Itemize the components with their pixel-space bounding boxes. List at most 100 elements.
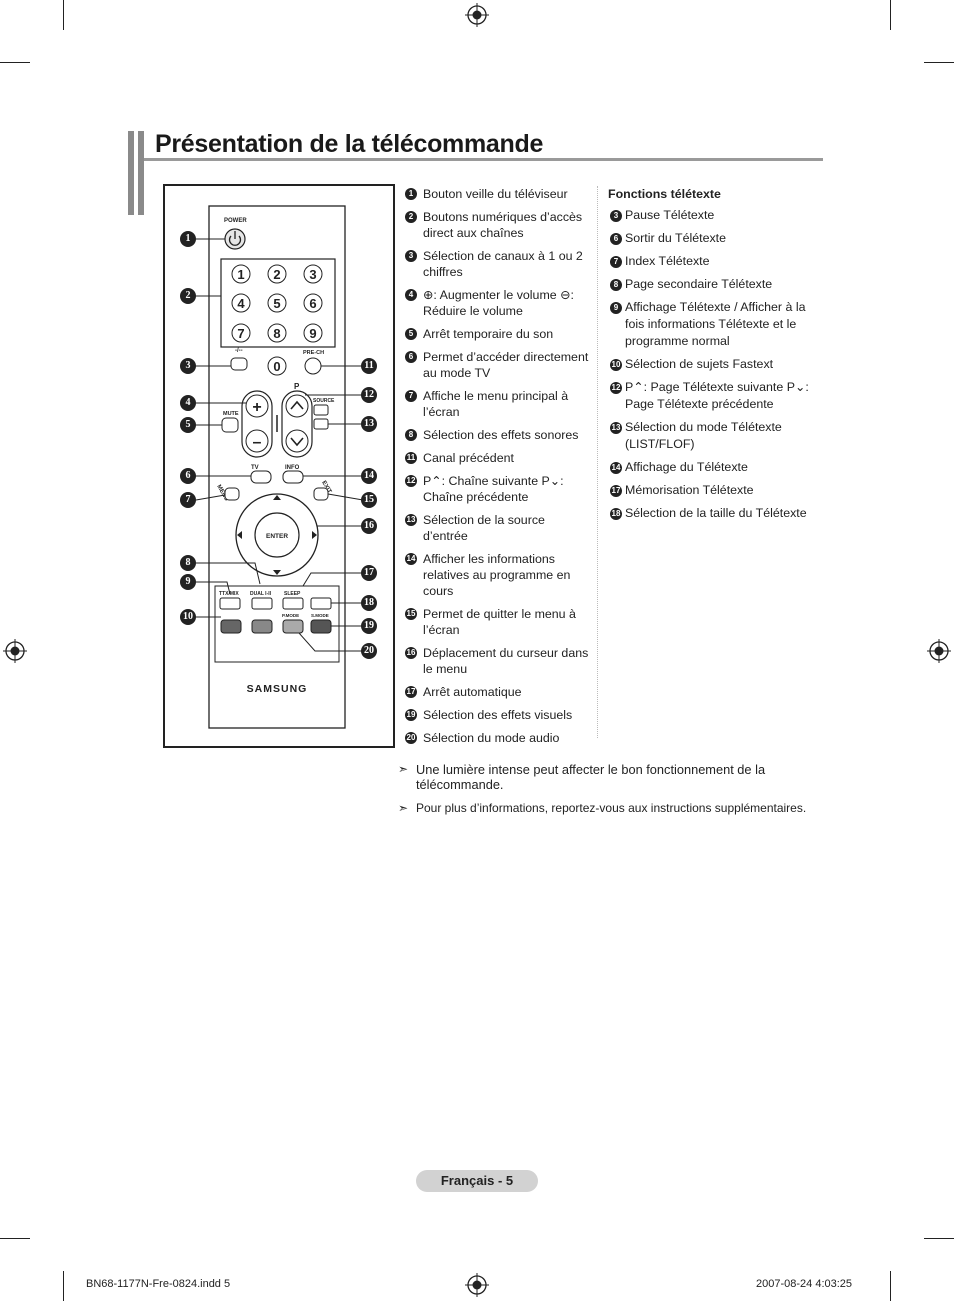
number-badge: 1	[405, 188, 417, 200]
crop-mark	[63, 1271, 64, 1301]
svg-text:7: 7	[237, 326, 244, 341]
svg-text:MUTE: MUTE	[223, 411, 239, 417]
pre-ch-button[interactable]	[304, 357, 322, 375]
mute-button[interactable]	[221, 417, 239, 433]
crop-mark	[924, 62, 954, 63]
number-badge: 4	[405, 289, 417, 301]
page-number-label: Français - 5	[416, 1170, 538, 1192]
crop-mark	[890, 0, 891, 30]
svg-text:-/--: -/--	[235, 348, 243, 354]
source-button[interactable]	[313, 404, 329, 416]
svg-text:4: 4	[237, 296, 245, 311]
number-badge: 17	[610, 485, 622, 497]
power-label: POWER	[224, 218, 247, 224]
number-badge: 8	[405, 429, 417, 441]
svg-text:1: 1	[237, 267, 244, 282]
number-badge: 11	[405, 452, 417, 464]
number-badge: 5	[405, 328, 417, 340]
callout-badge: 4	[180, 395, 196, 411]
title-accent-bar	[128, 131, 144, 215]
svg-text:P.MODE: P.MODE	[282, 613, 299, 618]
callout-badge: 9	[180, 574, 196, 590]
svg-text:ENTER: ENTER	[266, 533, 288, 540]
dash-button[interactable]	[230, 357, 248, 371]
notes: ➣Une lumière intense peut affecter le bo…	[398, 762, 828, 825]
exit-button[interactable]	[313, 487, 329, 501]
number-badge: 8	[610, 279, 622, 291]
svg-text:2: 2	[273, 267, 280, 282]
number-badge: 2	[405, 211, 417, 223]
number-badge: 6	[610, 233, 622, 245]
smode-button[interactable]	[310, 619, 332, 634]
svg-text:5: 5	[273, 296, 280, 311]
note-item: ➣Une lumière intense peut affecter le bo…	[398, 762, 766, 792]
callout-badge: 17	[361, 565, 377, 581]
svg-text:INFO: INFO	[285, 465, 300, 471]
svg-text:P: P	[294, 382, 300, 391]
menu-button[interactable]	[224, 487, 240, 501]
crop-mark	[63, 0, 64, 30]
svg-text:SOURCE: SOURCE	[313, 398, 335, 404]
svg-text:PRE-CH: PRE-CH	[303, 350, 324, 356]
callout-badge: 11	[361, 358, 377, 374]
green-button[interactable]	[251, 619, 273, 634]
number-badge: 13	[405, 514, 417, 526]
number-badge: 7	[405, 390, 417, 402]
note-arrow-icon: ➣	[398, 762, 409, 776]
number-badge: 14	[405, 553, 417, 565]
callout-badge: 19	[361, 618, 377, 634]
number-badge: 14	[610, 462, 622, 474]
red-button[interactable]	[220, 619, 242, 634]
callout-badge: 12	[361, 387, 377, 403]
svg-text:–: –	[253, 434, 262, 451]
column-divider	[597, 186, 598, 738]
number-badge: 15	[405, 608, 417, 620]
svg-text:+: +	[252, 399, 261, 416]
svg-text:3: 3	[309, 267, 316, 282]
number-badge: 12	[610, 382, 622, 394]
callout-badge: 10	[180, 609, 196, 625]
crop-mark	[890, 1271, 891, 1301]
callout-badge: 5	[180, 417, 196, 433]
number-badge: 18	[610, 508, 622, 520]
teletext-heading: Fonctions télétexte	[608, 187, 721, 201]
callout-badge: 1	[180, 231, 196, 247]
svg-text:TV: TV	[251, 465, 259, 471]
info-button[interactable]	[282, 470, 304, 484]
svg-text:SLEEP: SLEEP	[284, 591, 301, 597]
title-underline	[144, 158, 823, 161]
number-badge: 6	[405, 351, 417, 363]
callout-badge: 13	[361, 416, 377, 432]
svg-text:TTX/MIX: TTX/MIX	[219, 591, 239, 597]
tv-button[interactable]	[250, 470, 272, 484]
callout-badge: 3	[180, 358, 196, 374]
number-badge: 19	[405, 709, 417, 721]
number-badge: 13	[610, 422, 622, 434]
crop-mark	[0, 1238, 30, 1239]
registration-mark-icon	[465, 3, 489, 27]
brand-logo: SAMSUNG	[247, 683, 308, 695]
svg-text:6: 6	[309, 296, 316, 311]
digit-keys[interactable]: 1 2 3 4 5 6 7 8 9 0	[231, 264, 323, 376]
number-badge: 3	[405, 250, 417, 262]
footer-file-name: BN68-1177N-Fre-0824.indd 5	[86, 1278, 231, 1290]
number-badge: 7	[610, 256, 622, 268]
pmode-button[interactable]	[282, 619, 304, 634]
callout-badge: 18	[361, 595, 377, 611]
